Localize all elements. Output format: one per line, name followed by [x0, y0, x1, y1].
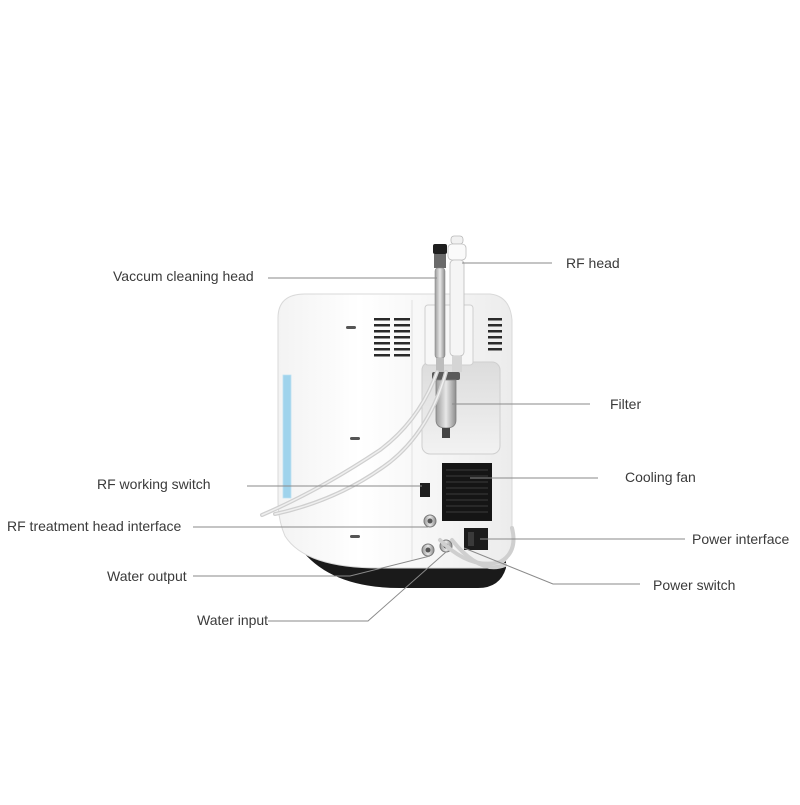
leader-power-switch [463, 547, 640, 585]
rf-head [447, 235, 467, 372]
label-rf-head: RF head [566, 255, 620, 271]
leader-water-input [268, 551, 447, 622]
label-cooling-fan: Cooling fan [625, 469, 696, 485]
rf-working-switch [420, 483, 430, 497]
rf-treatment-interface [423, 514, 437, 528]
label-rf-working-switch: RF working switch [97, 476, 211, 492]
leader-lines [193, 262, 685, 622]
label-vacuum-head: Vaccum cleaning head [113, 268, 254, 284]
vacuum-cleaning-head [433, 244, 447, 372]
accent-strip [283, 375, 291, 498]
label-rf-treatment-interface: RF treatment head interface [7, 518, 182, 534]
cooling-fan [442, 463, 492, 521]
label-water-input: Water input [197, 612, 269, 628]
label-water-output: Water output [107, 568, 187, 584]
label-power-interface: Power interface [692, 531, 790, 547]
label-filter: Filter [610, 396, 642, 412]
leader-water-output [193, 555, 431, 577]
vent-grille-right [488, 318, 502, 351]
label-power-switch: Power switch [653, 577, 736, 593]
vent-grille-left [374, 318, 410, 357]
